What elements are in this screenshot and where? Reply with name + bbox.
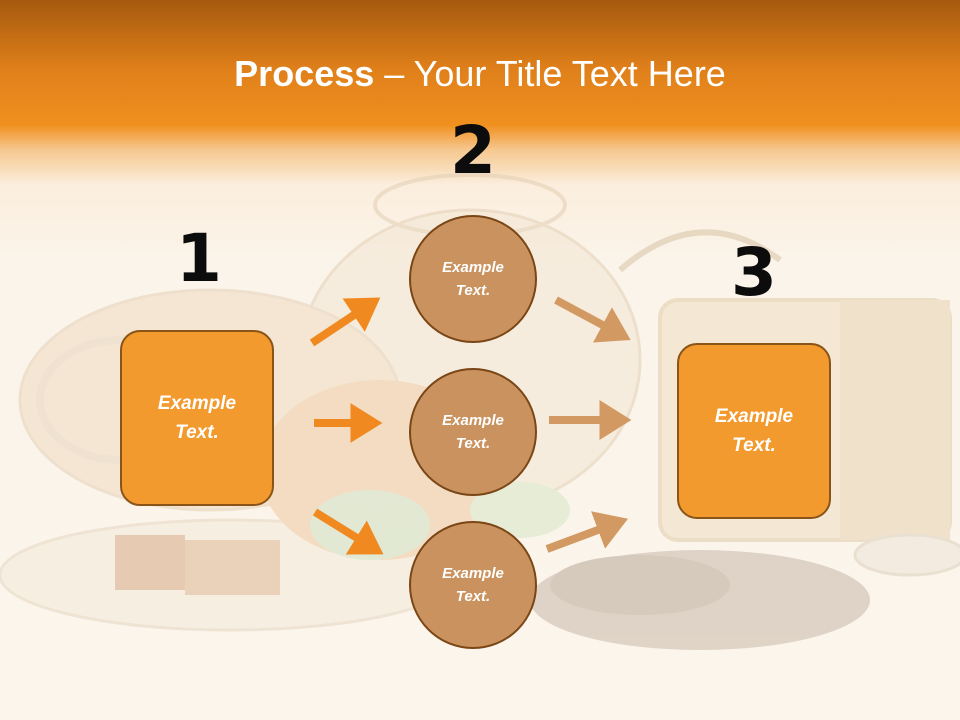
circle-bottom[interactable]: Example Text. bbox=[409, 521, 537, 649]
step-box-1-text: Example Text. bbox=[157, 393, 237, 443]
arrow-to-circle-bottom bbox=[312, 508, 384, 555]
step-box-3[interactable]: Example Text. bbox=[677, 343, 831, 519]
circle-middle-text: Example Text. bbox=[442, 412, 504, 452]
circle-middle[interactable]: Example Text. bbox=[409, 368, 537, 496]
arrow-from-circle-bottom bbox=[545, 511, 628, 553]
step-box-3-text: Example Text. bbox=[714, 406, 794, 456]
circle-top[interactable]: Example Text. bbox=[409, 215, 537, 343]
arrow-to-circle-top bbox=[309, 297, 381, 347]
title-rest: – Your Title Text Here bbox=[374, 53, 726, 94]
circle-bottom-text: Example Text. bbox=[442, 565, 504, 605]
arrow-from-circle-top bbox=[554, 296, 631, 343]
step-number-1: 1 bbox=[176, 220, 222, 297]
title-bold: Process bbox=[234, 53, 375, 94]
step-box-1[interactable]: Example Text. bbox=[120, 330, 274, 506]
step-number-3: 3 bbox=[731, 234, 777, 311]
step-number-2: 2 bbox=[450, 112, 496, 189]
circle-top-text: Example Text. bbox=[442, 259, 504, 299]
slide-title: Process – Your Title Text Here bbox=[0, 52, 960, 96]
